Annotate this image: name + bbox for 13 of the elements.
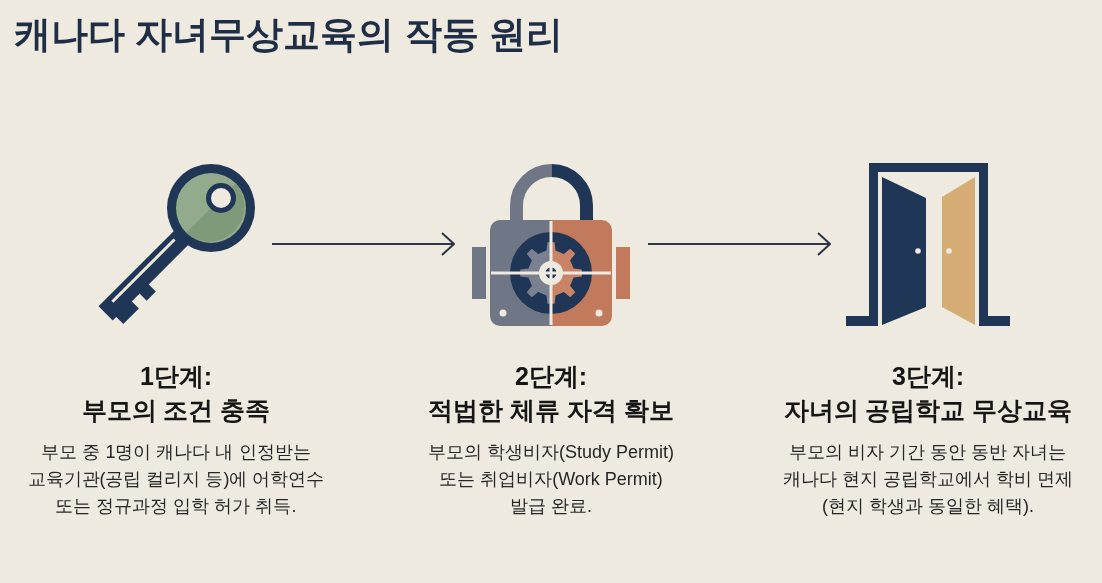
door-icon [844,161,1012,329]
step-label: 1단계: [139,361,213,392]
arrow [647,232,831,256]
step-description: 부모 중 1명이 캐나다 내 인정받는 교육기관(공립 컬리지 등)에 어학연수 또는 정규과정 입학 허가 취득. [26,441,326,518]
step-heading: 자녀의 공립학교 무상교육 [783,395,1073,426]
title: 캐나다 자녀무상교육의 작동 원리 [14,13,563,57]
step-description: 부모의 학생비자(Study Permit) 또는 취업비자(Work Permit) 발급 완료. [427,441,675,518]
step-heading: 부모의 조건 충족 [81,395,271,426]
step-heading: 적법한 체류 자격 확보 [428,395,674,426]
arrow [271,232,455,256]
step-description: 부모의 비자 기간 동안 동반 자녀는 캐나다 현지 공립학교에서 학비 면제 (현지 학생과 동일한 혜택). [783,441,1073,518]
step-label: 2단계: [514,361,588,392]
step-label: 3단계: [891,361,965,392]
